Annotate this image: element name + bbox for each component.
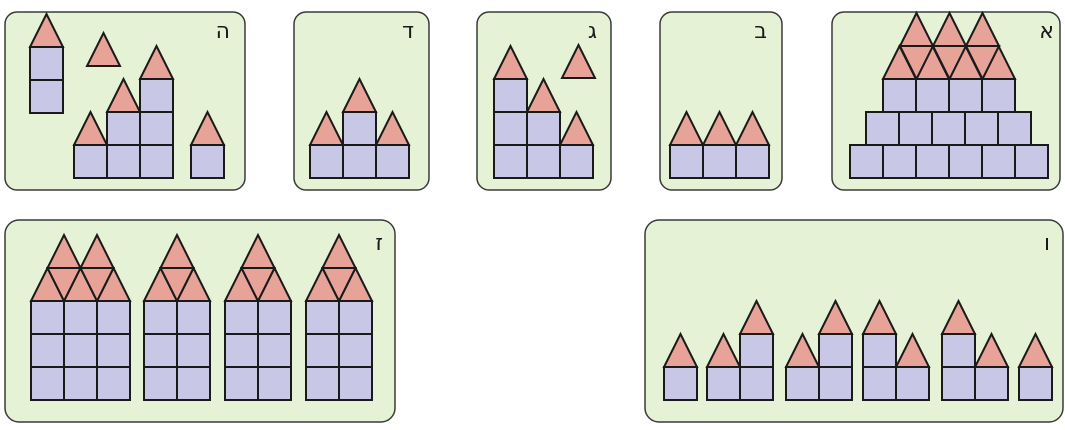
panel-zayin-tower-1-square <box>97 367 130 400</box>
panel-zayin-tower-3-square <box>258 367 291 400</box>
panel-he-square <box>191 145 224 178</box>
panel-alef-square <box>949 145 982 178</box>
panel-gimel-square <box>560 145 593 178</box>
panel-vav-square <box>863 367 896 400</box>
panel-zayin-tower-2-square <box>144 301 177 334</box>
panel-bet-square <box>670 145 703 178</box>
panel-label-vav: ו <box>1044 231 1050 256</box>
panel-he-square <box>140 145 173 178</box>
panel-alef-square <box>1015 145 1048 178</box>
panel-vav-square <box>1019 367 1052 400</box>
panel-gimel-square <box>494 112 527 145</box>
panel-gimel-square <box>527 112 560 145</box>
panel-zayin-tower-2-square <box>177 367 210 400</box>
panel-zayin-tower-1-square <box>64 334 97 367</box>
panel-dalet-square <box>310 145 343 178</box>
panel-vav-square <box>707 367 740 400</box>
panel-bet-square <box>736 145 769 178</box>
panel-label-bet: ב <box>754 19 767 44</box>
panel-alef-square <box>949 79 982 112</box>
panel-vav-square <box>819 334 852 367</box>
panel-label-gimel: ג <box>588 19 597 44</box>
panel-zayin-tower-3-square <box>258 334 291 367</box>
panel-zayin-tower-3-square <box>225 367 258 400</box>
panel-vav-square <box>896 367 929 400</box>
panel-zayin-tower-3-square <box>225 334 258 367</box>
panel-vav-square <box>975 367 1008 400</box>
panel-alef-square <box>883 79 916 112</box>
panel-zayin-tower-2-square <box>144 367 177 400</box>
panel-vav-square <box>942 367 975 400</box>
panel-gimel-square <box>494 145 527 178</box>
panel-alef-square <box>965 112 998 145</box>
panel-gimel-square <box>527 145 560 178</box>
panel-zayin-tower-2-square <box>177 301 210 334</box>
panel-alef-square <box>982 79 1015 112</box>
panel-zayin-tower-2-square <box>144 334 177 367</box>
panel-zayin-tower-2-square <box>177 334 210 367</box>
panel-dalet-square <box>343 145 376 178</box>
panel-gimel-square <box>494 79 527 112</box>
panel-zayin-tower-1-square <box>97 301 130 334</box>
panel-label-zayin: ז <box>375 231 383 256</box>
panel-zayin-tower-1-square <box>97 334 130 367</box>
panel-vav-square <box>863 334 896 367</box>
panel-zayin-tower-1-square <box>64 367 97 400</box>
panel-alef-square <box>916 79 949 112</box>
panel-zayin-tower-3-square <box>258 301 291 334</box>
panel-dalet-square <box>343 112 376 145</box>
panel-vav-square <box>819 367 852 400</box>
panel-alef-square <box>916 145 949 178</box>
panel-alef-square <box>998 112 1031 145</box>
panel-label-dalet: ד <box>402 19 414 44</box>
panel-he-square <box>107 112 140 145</box>
panel-zayin-tower-1-square <box>64 301 97 334</box>
panel-zayin-tower-1-square <box>31 334 64 367</box>
panel-he-square <box>30 80 63 113</box>
panel-he-square <box>140 112 173 145</box>
panel-zayin-tower-4-square <box>306 301 339 334</box>
panel-he-square <box>30 47 63 80</box>
panel-alef-square <box>982 145 1015 178</box>
panel-zayin-tower-4-square <box>339 301 372 334</box>
panel-vav-square <box>740 334 773 367</box>
panel-alef-square <box>899 112 932 145</box>
panel-vav-square <box>740 367 773 400</box>
panel-he-square <box>140 79 173 112</box>
panel-zayin-tower-4-square <box>306 334 339 367</box>
panel-he-square <box>107 145 140 178</box>
panel-vav-square <box>942 334 975 367</box>
panel-bet-square <box>703 145 736 178</box>
panel-alef-square <box>883 145 916 178</box>
panel-alef-square <box>866 112 899 145</box>
panel-alef-square <box>932 112 965 145</box>
panel-zayin-tower-1-square <box>31 367 64 400</box>
panel-alef-square <box>850 145 883 178</box>
panel-he-square <box>74 145 107 178</box>
panel-label-alef: א <box>1039 19 1054 44</box>
panel-zayin-tower-3-square <box>225 301 258 334</box>
panel-zayin-tower-4-square <box>306 367 339 400</box>
panel-zayin-tower-1-square <box>31 301 64 334</box>
panel-vav-square <box>786 367 819 400</box>
panel-zayin-tower-4-square <box>339 367 372 400</box>
panel-dalet-square <box>376 145 409 178</box>
panel-vav-square <box>664 367 697 400</box>
panel-label-he: ה <box>216 19 230 44</box>
panel-zayin-tower-4-square <box>339 334 372 367</box>
